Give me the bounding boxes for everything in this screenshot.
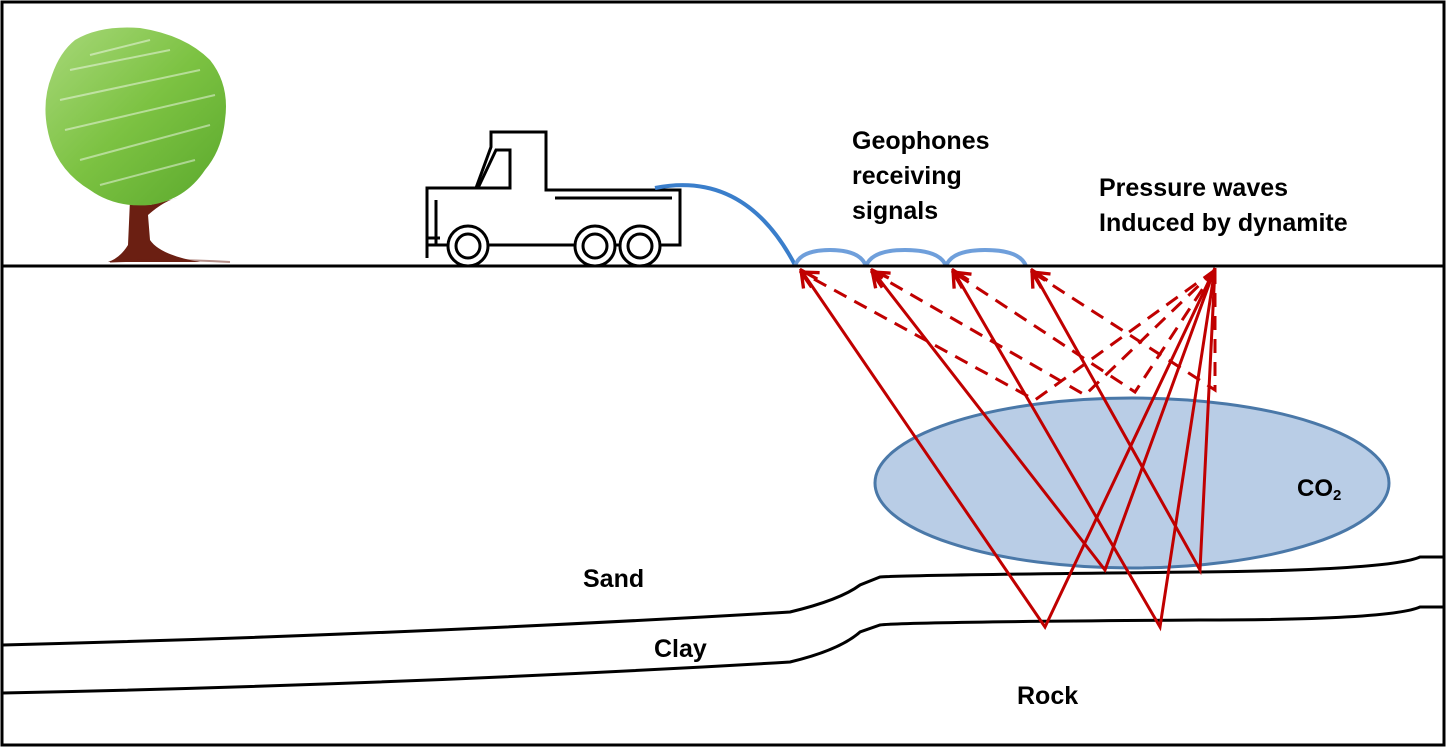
sand-label: Sand (583, 565, 645, 593)
co2-label-main: CO (1297, 475, 1333, 502)
geophone-cable (654, 183, 797, 266)
clay-label: Clay (654, 635, 707, 663)
clay-rock-boundary (2, 605, 1443, 695)
geophones-label-line-2: receiving (852, 162, 962, 190)
tree-icon (45, 27, 231, 263)
rock-label: Rock (1017, 682, 1079, 710)
pressure-waves-label: Pressure waves Induced by dynamite (1099, 171, 1348, 241)
sand-clay-boundary (2, 555, 1443, 647)
geophones-label: Geophones receiving signals (852, 124, 990, 229)
pressure-waves-label-line-1: Pressure waves (1099, 174, 1289, 202)
geophones-label-line-1: Geophones (852, 127, 990, 155)
co2-label: CO2 (1297, 471, 1341, 513)
co2-label-subscript: 2 (1333, 487, 1342, 504)
deep-reflection-waves (801, 268, 1217, 632)
geophones-label-line-3: signals (852, 197, 939, 225)
geophone-array (793, 247, 1028, 267)
pressure-waves-label-line-2: Induced by dynamite (1099, 209, 1348, 237)
shallow-reflection-waves (801, 268, 1217, 402)
